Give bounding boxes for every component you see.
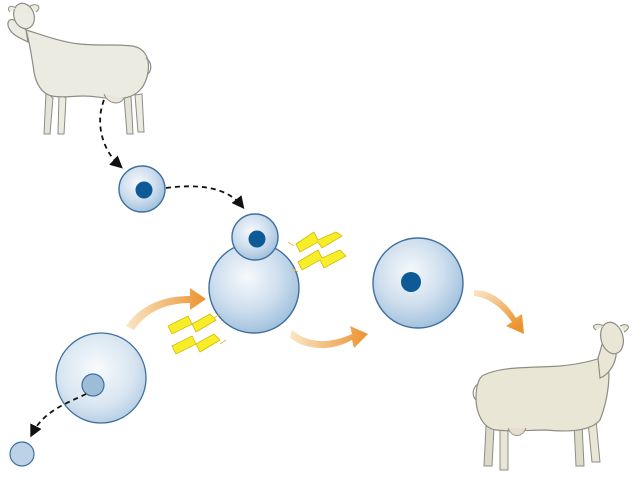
extracted-nucleus-icon [9,441,35,467]
dashed-arrow-cell-to-fusion [165,185,245,209]
embryo-cell-icon [372,237,464,329]
lightning-bottom-icon [167,313,227,355]
fusing-cells-icon [208,213,300,334]
donor-sheep-icon [7,2,152,135]
clone-sheep-icon [472,321,629,471]
process-arrow-embryo-to-clone [474,290,524,334]
process-arrow-fusion-to-embryo [290,326,368,349]
egg-cell-icon [55,332,147,424]
dashed-arrow-nucleus-removal [30,393,87,438]
dashed-arrow-udder-to-cell [99,99,123,169]
lightning-top-icon [287,231,347,273]
process-arrow-egg-to-fusion [126,288,206,330]
udder-cell-icon [118,165,166,213]
